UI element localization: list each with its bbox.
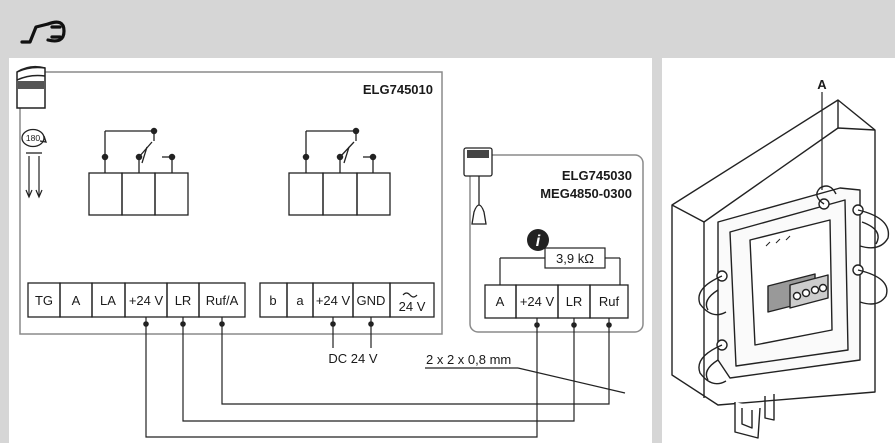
call-terminal-lr: LR xyxy=(566,294,583,309)
interconnect-wires xyxy=(143,317,626,438)
dc-supply-label: DC 24 V xyxy=(328,351,377,366)
terminal-ruf-a: Ruf/A xyxy=(206,293,239,308)
terminal-24v-power: +24 V xyxy=(316,293,351,308)
main-terminal-block xyxy=(27,282,246,318)
relay-2 xyxy=(288,127,391,216)
terminal-24v: +24 V xyxy=(129,293,164,308)
call-unit-model-1: ELG745030 xyxy=(562,168,632,183)
terminal-ac-24v: 24 V xyxy=(399,299,426,314)
dc-supply-leads xyxy=(330,317,374,348)
terminal-tg: TG xyxy=(35,293,53,308)
rotate-180-icon: 180 xyxy=(21,128,47,199)
terminal-lr: LR xyxy=(175,293,192,308)
info-icon-glyph: i xyxy=(536,233,541,250)
device-illustration xyxy=(671,99,890,439)
left-frame-bar xyxy=(0,58,9,443)
divider-bar xyxy=(652,58,662,443)
call-unit-panel xyxy=(469,154,644,333)
terminal-la: LA xyxy=(100,293,116,308)
terminal-a: A xyxy=(72,293,81,308)
main-unit-panel xyxy=(19,71,443,335)
resistor-wiring xyxy=(499,247,621,285)
main-unit-model: ELG745010 xyxy=(363,82,433,97)
call-terminal-a: A xyxy=(496,294,505,309)
device-thumbnail-icon xyxy=(16,65,46,109)
call-terminal-ruf: Ruf xyxy=(599,294,620,309)
call-terminal-24v: +24 V xyxy=(520,294,555,309)
ac-symbol-icon xyxy=(402,292,418,298)
relay-1 xyxy=(88,127,189,216)
power-plug-icon xyxy=(20,20,66,44)
terminal-a-power: a xyxy=(296,293,304,308)
resistor-label: 3,9 kΩ xyxy=(556,251,594,266)
info-icon: i xyxy=(527,229,549,251)
power-terminal-block xyxy=(259,282,435,318)
rotation-label: 180 xyxy=(26,133,40,143)
terminal-b: b xyxy=(269,293,276,308)
cable-spec-label: 2 x 2 x 0,8 mm xyxy=(426,352,511,367)
header-band xyxy=(0,0,895,58)
call-unit-model-2: MEG4850-0300 xyxy=(540,186,632,201)
pull-cord-switch-icon xyxy=(463,147,493,225)
terminal-gnd: GND xyxy=(357,293,386,308)
device-callout-label: A xyxy=(817,77,827,92)
